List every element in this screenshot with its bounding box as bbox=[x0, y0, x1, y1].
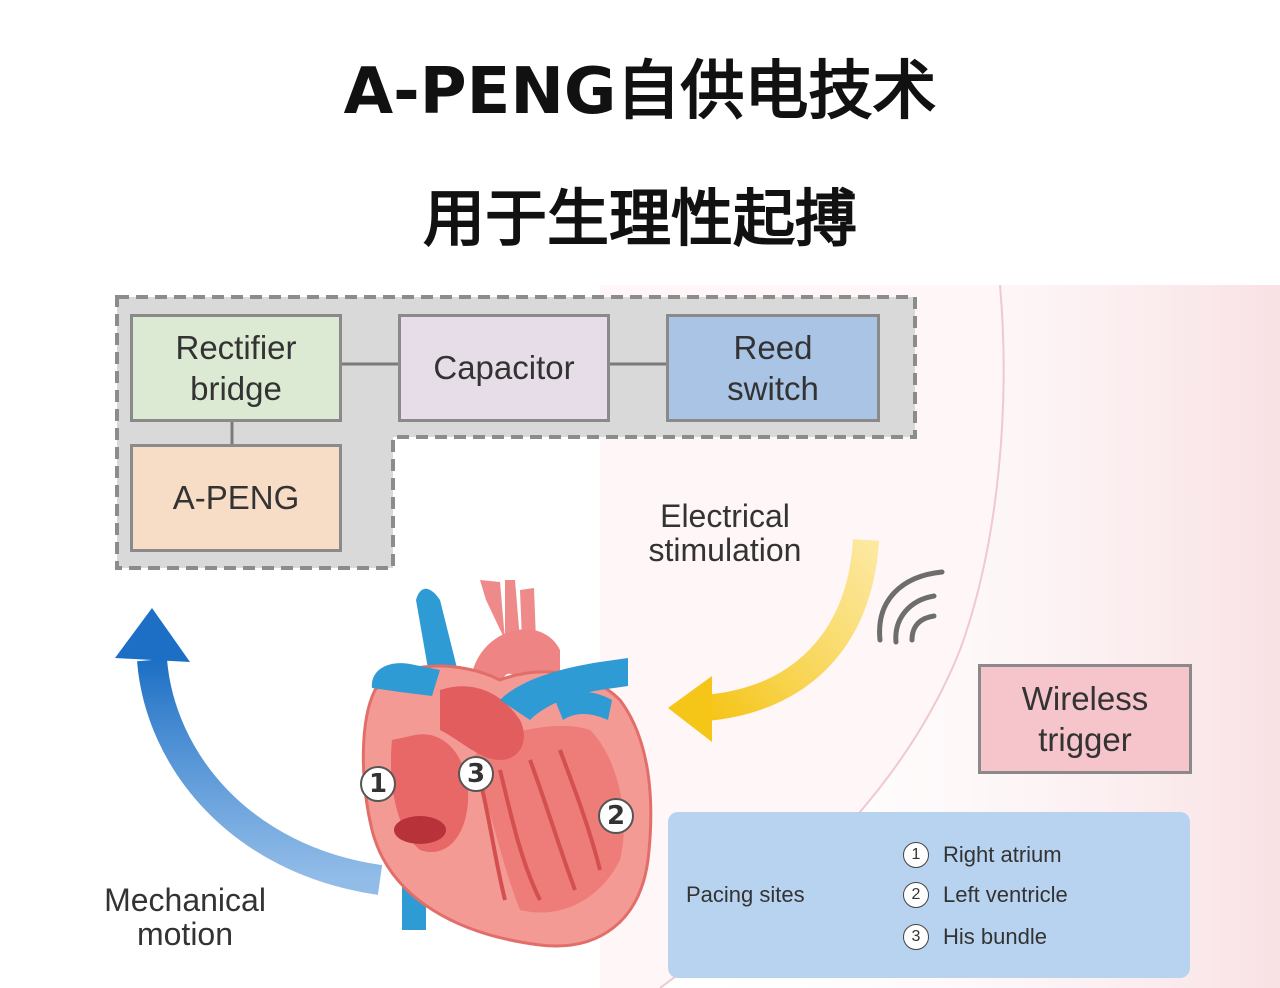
wireless-trigger-block: Wireless trigger bbox=[978, 664, 1192, 774]
legend-text: His bundle bbox=[943, 924, 1047, 949]
rectifier-bridge-label: Rectifier bridge bbox=[175, 328, 297, 407]
wireless-trigger-label: Wireless trigger bbox=[1021, 679, 1149, 758]
reed-switch-label: Reed switch bbox=[727, 328, 819, 407]
mechanical-motion-label: Mechanical motion bbox=[104, 882, 266, 952]
legend-item-his-bundle: 3 His bundle bbox=[903, 924, 1047, 950]
title-line-1: A-PENG自供电技术 bbox=[343, 55, 937, 129]
legend-number: 2 bbox=[903, 882, 929, 908]
legend-title: Pacing sites bbox=[686, 882, 805, 907]
title-line-2: 用于生理性起搏 bbox=[422, 182, 857, 255]
rectifier-bridge-block: Rectifier bridge bbox=[130, 314, 342, 422]
legend-text: Left ventricle bbox=[943, 882, 1068, 907]
legend-item-left-ventricle: 2 Left ventricle bbox=[903, 882, 1068, 908]
wireless-signal-icon bbox=[877, 569, 945, 645]
legend-item-right-atrium: 1 Right atrium bbox=[903, 842, 1062, 868]
legend-text: Right atrium bbox=[943, 842, 1062, 867]
pacing-marker-2: 2 bbox=[598, 798, 634, 834]
reed-switch-block: Reed switch bbox=[666, 314, 880, 422]
capacitor-block: Capacitor bbox=[398, 314, 610, 422]
mechanical-motion-arrow bbox=[137, 658, 383, 895]
a-peng-block: A-PENG bbox=[130, 444, 342, 552]
pacing-sites-legend: Pacing sites 1 Right atrium 2 Left ventr… bbox=[668, 812, 1190, 978]
electrical-stimulation-arrow bbox=[703, 539, 879, 721]
legend-number: 3 bbox=[903, 924, 929, 950]
pacing-marker-3: 3 bbox=[458, 756, 494, 792]
a-peng-label: A-PENG bbox=[172, 479, 300, 517]
electrical-stimulation-label: Electrical stimulation bbox=[648, 498, 802, 568]
legend-number: 1 bbox=[903, 842, 929, 868]
heart-illustration bbox=[361, 580, 653, 948]
capacitor-label: Capacitor bbox=[433, 349, 575, 387]
pacing-marker-1: 1 bbox=[360, 766, 396, 802]
